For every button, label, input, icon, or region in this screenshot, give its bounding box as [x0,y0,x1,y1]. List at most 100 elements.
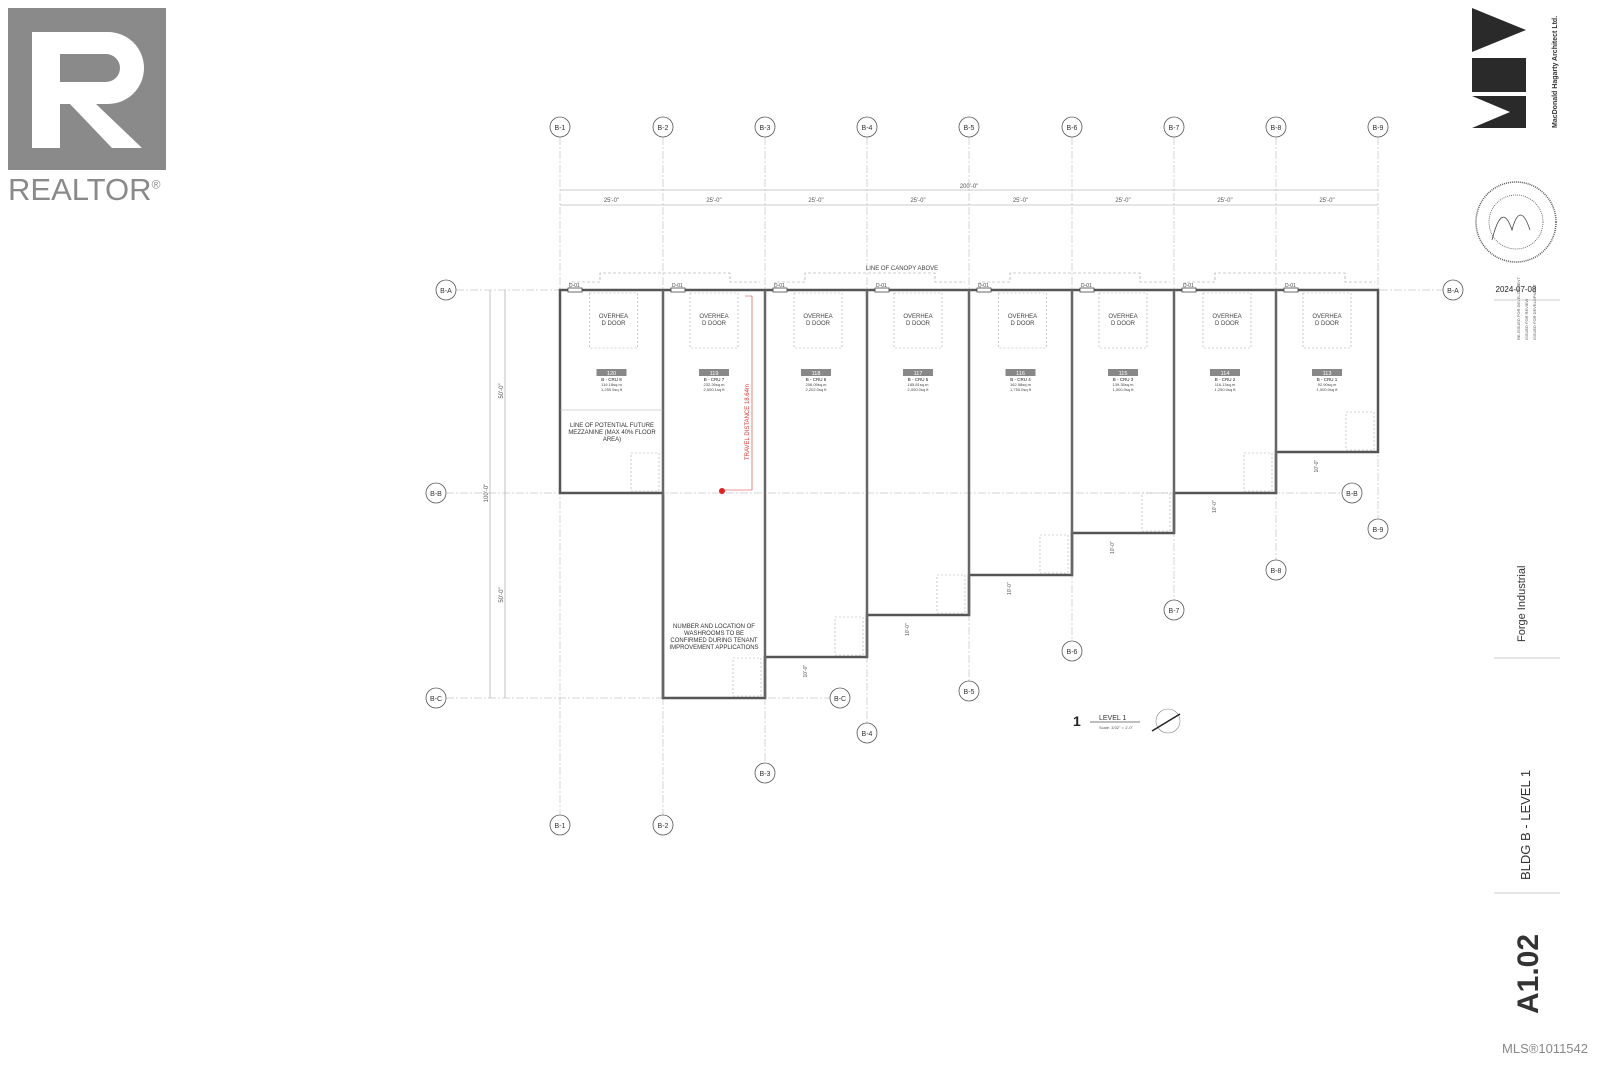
bay-dimension: 25'-0" [808,198,823,204]
unit-number-tag [1312,369,1342,376]
overhead-door-label: D DOOR [1011,321,1036,327]
washroom-outline [732,657,762,697]
grid-bubble-left-B-C: B-C [430,696,442,703]
bay-dimension: 25'-0" [706,198,721,204]
unit-number-tag [903,369,933,376]
grid-bubble-bottom-B-6-circle [1061,640,1083,662]
unit-number: 118 [812,371,821,377]
unit-cru: B - CRU 5 [908,377,929,382]
grid-bubble-bottom-B-1: B-1 [555,823,566,830]
grid-bubble-top-B-6: B-6 [1067,125,1078,132]
grid-bubble-bottom-B-2: B-2 [658,823,669,830]
unit-number-tag [596,369,627,376]
row-dimension: 50'-0" [499,383,505,398]
grid-bubble-top-B-4: B-4 [862,125,873,132]
overhead-door-label: OVERHEA [1312,314,1341,320]
washroom-note: IMPROVEMENT APPLICATIONS [669,645,758,651]
row-dimension: 50'-0" [499,587,505,602]
washroom-note: NUMBER AND LOCATION OF [673,624,755,630]
unit-number: 119 [710,371,719,377]
door-tag: D-01 [774,283,785,289]
door-tag: D-01 [1081,283,1092,289]
bay-dimension: 25'-0" [1217,198,1232,204]
bay-dimension: 25'-0" [1319,198,1334,204]
row-dimension: 100'-0" [484,484,490,503]
unit-area-sqm: 232.26sq.m [704,382,726,387]
unit-area-sqm: 206.09sq.m [806,382,828,387]
grid-bubble-bottom-B-8: B-8 [1271,568,1282,575]
washroom-outline [630,452,660,492]
unit-area-sqm: 116.13sq.m [1215,382,1236,387]
overhead-door-label: D DOOR [1215,321,1240,327]
architect-seal-icon [1488,194,1544,250]
grid-bubble-bottom-B-7: B-7 [1169,608,1180,615]
door-tag: D-01 [672,283,683,289]
door [1283,287,1299,293]
grid-bubble-top-B-9-circle [1367,116,1389,138]
unit-area-sqft: 1,000.0sq ft [1317,387,1339,392]
firm-name: MacDonald Hagarty Architect Ltd. [1552,15,1559,128]
unit-cru: B - CRU 3 [1113,377,1134,382]
overhead-door-outline [589,292,638,349]
north-arrow-icon [1151,713,1181,732]
step-dimension: 10'-0" [1314,460,1320,473]
bay-dimension: 25'-0" [604,198,619,204]
registered-mark: ® [151,177,161,192]
door [874,287,890,293]
overhead-door-outline [893,292,943,349]
unit-area-sqft: 2,202.0sq ft [806,387,828,392]
overhead-door-label: OVERHEA [699,314,728,320]
unit-area-sqft: 2,000.0sq ft [908,387,930,392]
door-tag: D-01 [569,283,580,289]
travel-point [719,488,725,494]
canopy-line [774,272,965,290]
door-tag: D-01 [978,283,989,289]
unit-area-sqft: 2,500.1sq ft [704,387,726,392]
unit-number-tag [1210,369,1240,376]
unit-area-sqm: 162.58sq.m [1010,382,1032,387]
bay-dimension: 25'-0" [1013,198,1028,204]
grid-bubble-top-B-7-circle [1163,116,1185,138]
travel-distance: TRAVEL DISTANCE 18.64m [745,384,751,460]
unit-cru: B - CRU 7 [704,377,725,382]
overhead-door-outline [1098,292,1148,349]
grid-bubble-right-B-A: B-A [1447,288,1459,295]
grid-bubble-bottom-B-3: B-3 [760,771,771,778]
grid-bubble-top-B-5-circle [958,116,980,138]
grid-bubble-bottom-B-4: B-4 [862,731,873,738]
mezzanine-note: AREA) [603,437,621,443]
grid-bubble-bottom-B-9: B-9 [1373,527,1384,534]
firm-logo-icon [1472,96,1526,128]
grid-bubble-left-B-B-circle [425,482,447,504]
door [976,287,992,293]
unit-cru: B - CRU 2 [1215,377,1236,382]
door [1079,287,1095,293]
grid-bubble-bottom-B-7-circle [1163,599,1185,621]
firm-logo-icon [1472,58,1526,92]
washroom-outline [1039,534,1069,574]
washroom-note: WASHROOMS TO BE [684,631,744,637]
overhead-door-outline [793,292,843,349]
grid-bubble-top-B-7: B-7 [1169,125,1180,132]
unit-area-sqft: 1,500.0sq ft [1113,387,1135,392]
washroom-outline [936,574,966,614]
washroom-outline [1243,452,1273,492]
door [567,287,583,293]
overhead-door-label: D DOOR [602,321,627,327]
grid-bubble-top-B-2: B-2 [658,125,669,132]
bay-dimension: 25'-0" [910,198,925,204]
view-name: LEVEL 1 [1099,715,1126,722]
unit-number-tag [1005,369,1036,376]
realtor-wordmark: REALTOR [8,172,152,207]
grid-bubble-right-B-C-circle [829,687,851,709]
mezzanine-note: MEZZANINE (MAX 40% FLOOR [568,430,656,436]
overhead-door-label: D DOOR [806,321,831,327]
unit-number: 114 [1221,371,1230,377]
grid-bubble-bottom-B-1-circle [549,814,571,836]
signature-icon [1491,214,1531,241]
unit-number: 113 [1323,371,1332,377]
overhead-door-outline [689,292,739,349]
grid-bubble-right-B-C: B-C [834,696,846,703]
grid-bubble-bottom-B-4-circle [856,722,878,744]
washroom-note: CONFIRMED DURING TENANT [670,638,758,644]
